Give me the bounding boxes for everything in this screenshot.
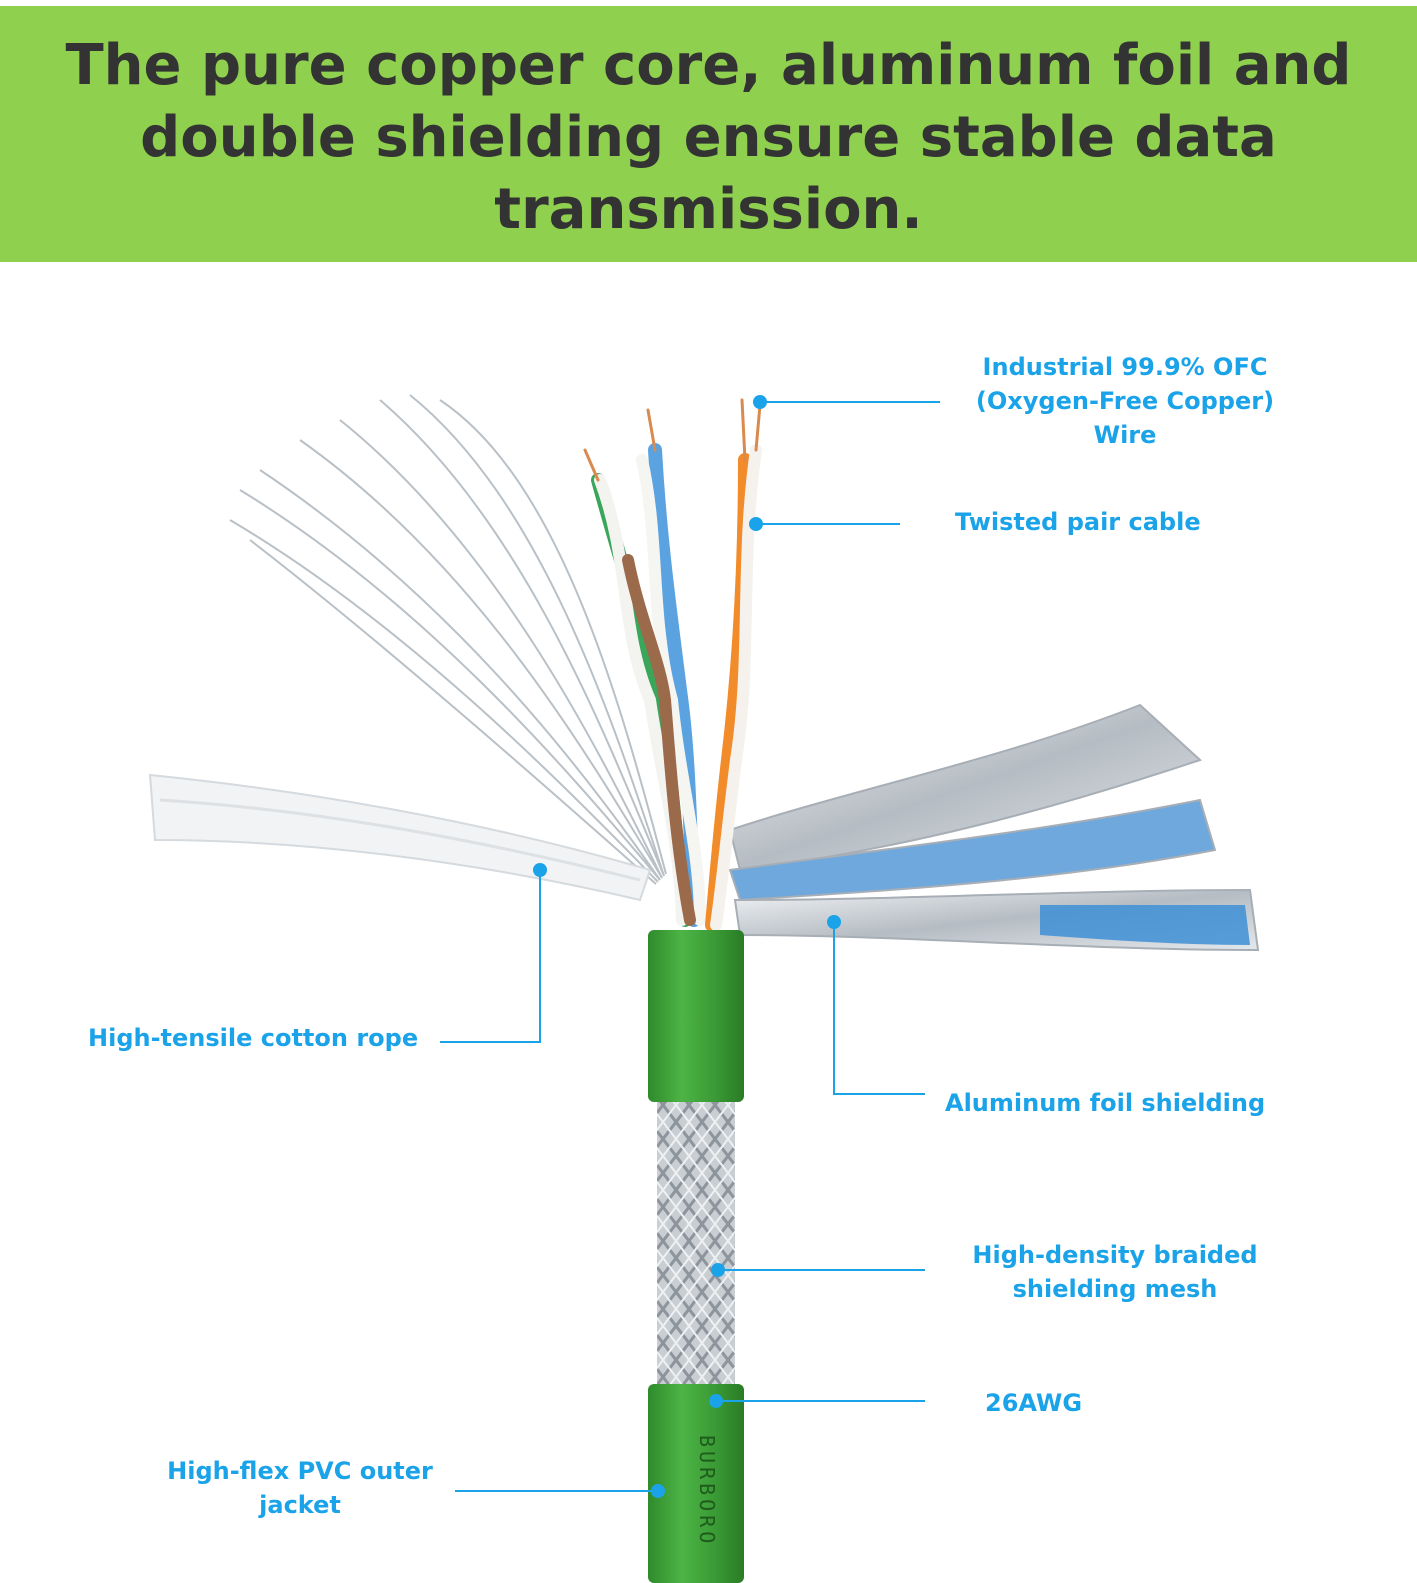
braid-strands	[229, 394, 667, 885]
label-braided-mesh-line1: High-density braided	[972, 1241, 1258, 1269]
label-twisted-pair: Twisted pair cable	[955, 505, 1201, 539]
label-cotton-rope: High-tensile cotton rope	[88, 1021, 418, 1055]
cable-jacket-upper	[648, 930, 744, 1102]
headline: The pure copper core, aluminum foil and …	[65, 33, 1352, 242]
label-twisted-pair-text: Twisted pair cable	[955, 508, 1201, 536]
label-braided-mesh-line2: shielding mesh	[1012, 1275, 1218, 1303]
jacket-print: BURBORO	[695, 1435, 719, 1547]
label-ofc-wire: Industrial 99.9% OFC (Oxygen-Free Copper…	[965, 350, 1285, 452]
leader-cotton-rope	[440, 870, 541, 1043]
dot-twisted-pair	[749, 517, 763, 531]
label-cotton-rope-text: High-tensile cotton rope	[88, 1024, 419, 1052]
label-ofc-wire-line2: (Oxygen-Free Copper)	[975, 387, 1275, 415]
cable-cross-section-diagram: BURBORO	[148, 394, 1260, 1583]
label-pvc-jacket: High-flex PVC outer jacket	[150, 1454, 450, 1522]
dot-cotton-rope	[533, 863, 547, 877]
dot-aluminum-foil	[827, 915, 841, 929]
leader-lines	[440, 401, 940, 1492]
dot-awg	[709, 1394, 723, 1408]
label-pvc-jacket-line1: High-flex PVC outer	[167, 1457, 433, 1485]
dot-pvc-jacket	[651, 1484, 665, 1498]
label-aluminum-foil: Aluminum foil shielding	[945, 1086, 1265, 1120]
dot-braided-mesh	[711, 1263, 725, 1277]
label-awg: 26AWG	[985, 1386, 1082, 1420]
header-banner: The pure copper core, aluminum foil and …	[0, 6, 1417, 262]
label-aluminum-foil-text: Aluminum foil shielding	[945, 1089, 1266, 1117]
leader-dots	[533, 395, 841, 1498]
cotton-rope	[148, 773, 652, 902]
leader-aluminum-foil	[833, 922, 925, 1095]
label-ofc-wire-line3: Wire	[1093, 421, 1157, 449]
cable-jacket-lower	[648, 1384, 744, 1583]
aluminum-foil-ribbons	[728, 703, 1260, 952]
dot-ofc-wire	[753, 395, 767, 409]
label-pvc-jacket-line2: jacket	[259, 1491, 341, 1519]
braided-shield-segment	[657, 1102, 735, 1384]
label-ofc-wire-line1: Industrial 99.9% OFC	[982, 353, 1268, 381]
label-awg-text: 26AWG	[985, 1389, 1083, 1417]
label-braided-mesh: High-density braided shielding mesh	[955, 1238, 1275, 1306]
twisted-pairs	[583, 398, 762, 932]
